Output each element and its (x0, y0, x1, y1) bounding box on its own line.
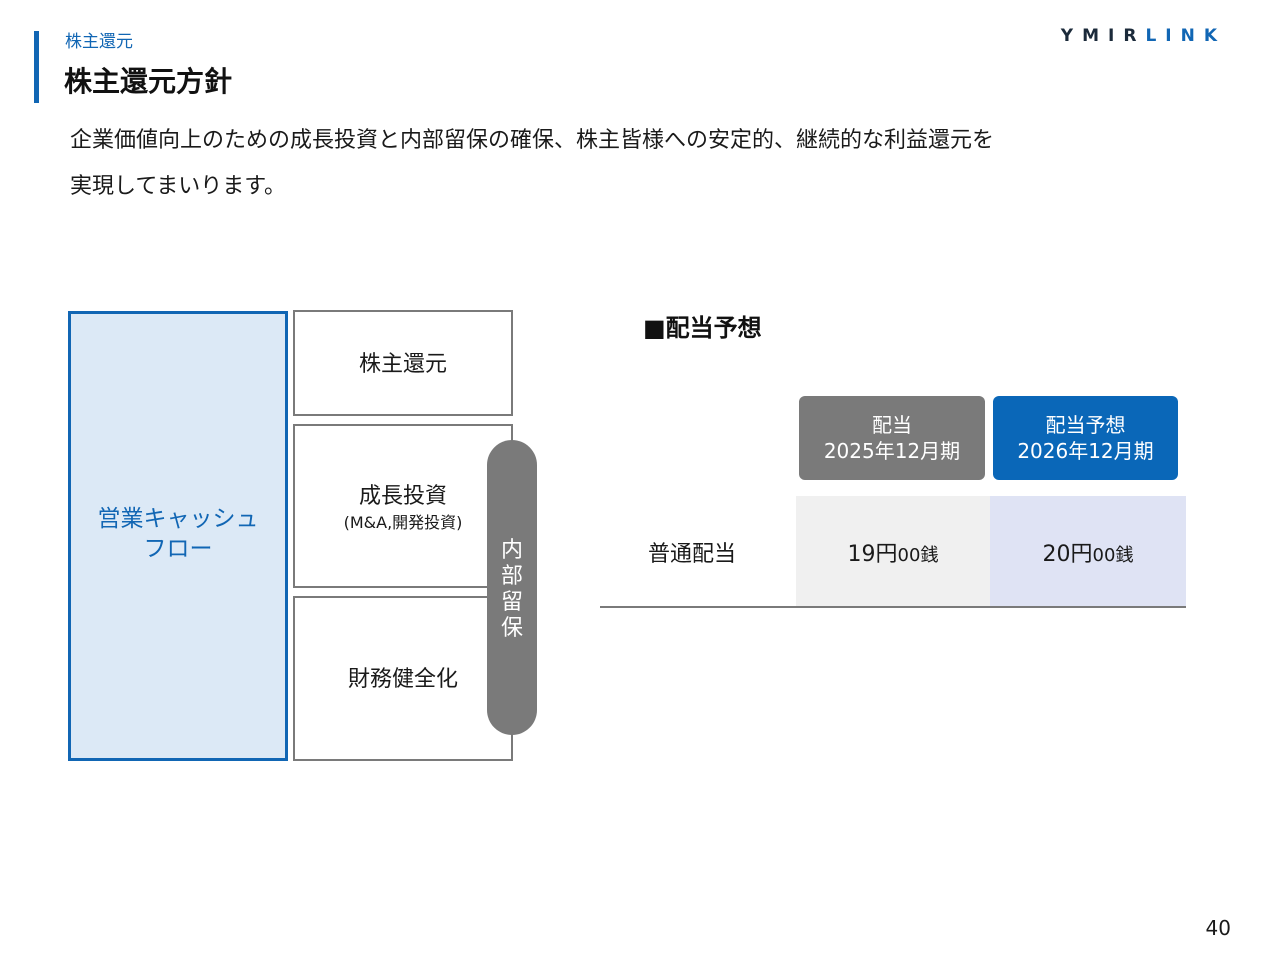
lead-text: 企業価値向上のための成長投資と内部留保の確保、株主皆様への安定的、継続的な利益還… (70, 118, 1190, 210)
table-bottom-rule (600, 606, 1186, 608)
lead-line-1: 企業価値向上のための成長投資と内部留保の確保、株主皆様への安定的、継続的な利益還… (70, 128, 995, 153)
cashflow-label-line-1: 営業キャッシュ (97, 506, 259, 532)
header-fy2026-line-2: 2026年12月期 (1017, 439, 1154, 463)
cashflow-label-line-2: フロー (143, 536, 213, 562)
value-fy2025-sen: 00銭 (897, 545, 939, 566)
dividend-section-title: ■配当予想 (643, 314, 762, 342)
accent-bar (34, 31, 39, 103)
logo-part-ymir: YMIR (1060, 26, 1146, 46)
value-fy2026-yen: 20円 (1042, 542, 1093, 567)
header-fy2026-line-1: 配当予想 (1045, 413, 1126, 437)
value-fy2025-yen: 19円 (847, 542, 898, 567)
cell-fy2025 (796, 496, 990, 608)
company-logo: YMIRLINK (1061, 26, 1226, 46)
cell-fy2026 (990, 496, 1186, 608)
shareholder-return-label: 株主還元 (358, 352, 447, 377)
cashflow-box (68, 311, 288, 761)
page-number: 40 (1205, 916, 1231, 940)
growth-investment-sublabel: (M&A,開発投資) (343, 513, 463, 532)
logo-part-link: LINK (1145, 26, 1226, 46)
section-label: 株主還元 (65, 32, 133, 52)
header-fy2025-line-2: 2025年12月期 (823, 439, 961, 463)
value-fy2026: 20円00銭 (990, 536, 1186, 568)
header-fy2025-line-1: 配当 (872, 413, 912, 437)
row-label-ordinary-dividend: 普通配当 (648, 542, 737, 567)
shareholder-return-box (293, 310, 513, 416)
lead-line-2: 実現してまいります。 (70, 174, 287, 199)
header-fy2025: 配当 2025年12月期 (799, 396, 985, 480)
growth-investment-label: 成長投資 (358, 484, 447, 509)
retained-earnings-label: 内部留保 (500, 538, 523, 641)
value-fy2025: 19円00銭 (796, 536, 990, 568)
growth-investment-box (293, 424, 513, 588)
page-title: 株主還元方針 (64, 65, 233, 98)
cashflow-label: 営業キャッシュ フロー (71, 504, 285, 564)
retained-earnings-bracket (487, 440, 537, 735)
value-fy2026-sen: 00銭 (1092, 545, 1134, 566)
financial-health-label: 財務健全化 (347, 667, 458, 692)
header-fy2026: 配当予想 2026年12月期 (993, 396, 1178, 480)
